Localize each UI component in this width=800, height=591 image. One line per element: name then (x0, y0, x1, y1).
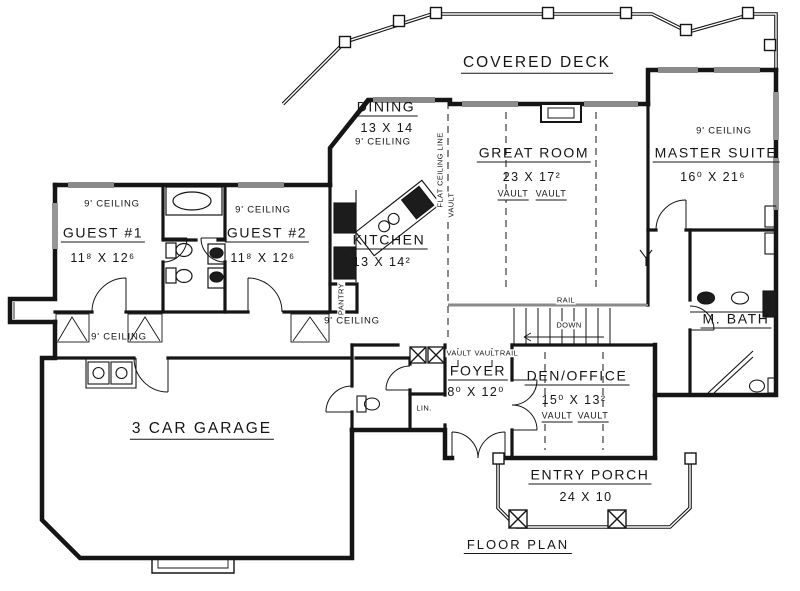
guest1-dims: 11⁸ X 12⁶ (70, 250, 136, 265)
garage-label: 3 CAR GARAGE (129, 421, 275, 440)
kitchen-fixtures (333, 179, 442, 282)
mid-ceiling-label: 9' CEILING (324, 315, 380, 327)
vault-line-marks (447, 102, 604, 450)
master-ceiling: 9' CEILING (696, 125, 752, 137)
kitchen-dims: 13 X 14² (352, 254, 412, 269)
sink-fixture (207, 243, 226, 289)
shower-fixture (707, 350, 754, 394)
fireplace (540, 103, 582, 123)
great-room-vault-b: VAULT (535, 188, 567, 201)
range-fixture (333, 202, 357, 234)
foyer-vault-b-label: VAULT (473, 348, 501, 358)
rail-label: RAIL (555, 295, 577, 305)
dining-label: DINING (354, 98, 418, 117)
guest1-ceiling: 9' CEILING (84, 198, 140, 210)
column-boxes (409, 346, 445, 364)
fridge-fixture (333, 246, 357, 280)
dining-dims: 13 X 14 (360, 120, 414, 135)
dining-ceiling: 9' CEILING (355, 136, 411, 148)
linen-label: LIN. (415, 403, 433, 413)
stairs (513, 308, 611, 344)
deck-posts (338, 6, 777, 52)
garage-stoop (151, 558, 235, 574)
guest2-ceiling: 9' CEILING (235, 204, 291, 216)
den-vault-a: VAULT (541, 410, 573, 423)
interior-walls (40, 102, 778, 460)
master-bath-fixtures (639, 205, 777, 394)
foyer-dims: 8⁰ X 12⁰ (447, 384, 505, 399)
closets (55, 313, 330, 343)
sheet-title: FLOOR PLAN (463, 538, 573, 554)
great-room-label: GREAT ROOM (476, 144, 592, 163)
y-marker (639, 249, 653, 266)
guest2-label: GUEST #2 (224, 224, 310, 243)
great-room-dims: 23 X 17² (502, 169, 562, 184)
master-dims: 16⁰ X 21⁶ (680, 169, 746, 184)
covered-deck-label: COVERED DECK (460, 55, 614, 74)
flat-ceiling-vault-label: VAULT (446, 191, 456, 219)
den-office-dims: 15⁰ X 13² (541, 392, 607, 407)
powder-fixtures (356, 395, 381, 413)
toilet-fixture (748, 379, 766, 393)
toilet-fixture (165, 242, 193, 284)
foyer-label: FOYER (447, 362, 509, 381)
master-label: MASTER SUITE (652, 144, 780, 163)
sink-fixture (696, 291, 716, 305)
entry-porch-dims: 24 X 10 (559, 489, 613, 504)
kitchen-label: KITCHEN (350, 231, 428, 250)
great-room-vault-a: VAULT (497, 188, 529, 201)
deck-outline (281, 12, 778, 106)
down-label: DOWN (555, 320, 583, 330)
porch-columns (492, 452, 697, 529)
guest1-label: GUEST #1 (60, 224, 146, 243)
den-office-label: DEN/OFFICE (524, 367, 630, 386)
laundry-fixtures (85, 358, 137, 389)
entry-porch-label: ENTRY PORCH (528, 466, 652, 485)
pantry-label: PANTRY (336, 281, 346, 317)
guest-bath-fixtures (165, 186, 226, 289)
guest2-dims: 11⁸ X 12⁶ (230, 250, 296, 265)
master-bath-label: M. BATH (700, 310, 772, 329)
hall-ceiling-label: 9' CEILING (91, 331, 147, 343)
door-swings (91, 199, 715, 459)
porch-outline (496, 458, 692, 529)
den-vault-b: VAULT (577, 410, 609, 423)
flat-ceiling-line-label: FLAT CEILING LINE (435, 131, 445, 209)
windows (13, 67, 779, 319)
tub-fixture (165, 186, 223, 216)
kitchen-island (354, 179, 442, 257)
foyer-vault-a-label: VAULT (445, 348, 473, 358)
foyer-rail-label: RAIL (498, 348, 520, 358)
